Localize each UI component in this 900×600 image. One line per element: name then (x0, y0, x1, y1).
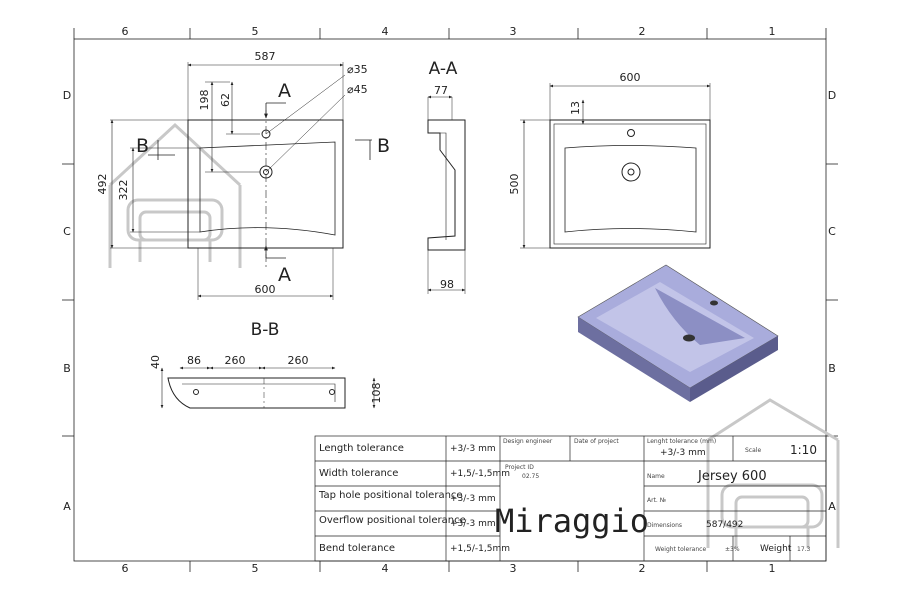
border-letter: A (63, 500, 71, 513)
tolerance-label: Length tolerance (319, 443, 404, 454)
border-number: 2 (639, 562, 646, 575)
tap-hole-icon (627, 129, 635, 137)
border-number: 2 (639, 25, 646, 38)
dia-45: ⌀45 (347, 83, 368, 96)
title-block-labels: Length tolerance +3/-3 mm Width toleranc… (318, 438, 817, 554)
dim-492: 492 (96, 174, 109, 195)
dim-587: 587 (255, 50, 276, 63)
scale-label: Scale (745, 447, 761, 454)
border-letter: D (828, 89, 836, 102)
dim-198: 198 (198, 90, 211, 111)
art-label: Art. № (647, 497, 666, 504)
weight-tolerance-label: Weight tolerance (655, 546, 706, 553)
title-block (314, 435, 827, 562)
dim-600: 600 (255, 283, 276, 296)
weight-label: Weight (760, 544, 792, 554)
tolerance-value: +3/-3 mm (450, 444, 496, 454)
border-number: 6 (122, 25, 129, 38)
border-right-letters: D C B A (828, 89, 836, 513)
date-label: Date of project (574, 438, 619, 445)
border-letter: B (63, 362, 71, 375)
cut-a-top: A (278, 80, 291, 102)
brand-logo: Miraggio (495, 502, 649, 540)
project-id-label: Project ID (505, 464, 534, 471)
design-engineer-label: Design engineer (503, 438, 553, 445)
section-bb (160, 366, 376, 409)
top-view-labels: 587 600 492 322 198 62 ⌀35 ⌀45 A A B B (96, 50, 390, 296)
front-view (520, 83, 711, 249)
border-number: 4 (382, 562, 389, 575)
tolerance-value: +1,5/-1,5mm (450, 469, 510, 479)
cut-a-bottom: A (278, 264, 291, 286)
dimensions-value: 587/492 (706, 520, 743, 530)
border-number: 3 (510, 25, 517, 38)
border-number: 5 (252, 562, 259, 575)
dim-600: 600 (620, 71, 641, 84)
name-value: Jersey 600 (697, 469, 767, 484)
border-number: 6 (122, 562, 129, 575)
dia-35: ⌀35 (347, 63, 368, 76)
tolerance-label: Tap hole positional tolerance (318, 490, 463, 501)
project-id-value: 02.75 (522, 473, 539, 480)
watermark-house-icon (706, 398, 840, 548)
border-number: 1 (769, 25, 776, 38)
tolerance-label: Width tolerance (319, 468, 398, 479)
dim-62: 62 (219, 93, 232, 107)
dim-13: 13 (569, 101, 582, 115)
border-number: 5 (252, 25, 259, 38)
basin-3d-icon (577, 264, 779, 402)
border-letter: C (63, 225, 71, 238)
dimensions-label: Dimensions (647, 522, 682, 529)
border-letter: A (828, 500, 836, 513)
section-aa (427, 95, 466, 294)
section-bb-labels: B-B 40 86 260 260 108 (149, 320, 383, 404)
tolerance-value: +1,5/-1,5mm (450, 544, 510, 554)
border-number: 4 (382, 25, 389, 38)
border-number: 3 (510, 562, 517, 575)
length-tolerance-label: Lenght tolerance (mm) (647, 438, 716, 445)
dim-40: 40 (149, 355, 162, 369)
border-letter: C (828, 225, 836, 238)
border-letter: B (828, 362, 836, 375)
front-view-labels: 600 500 13 (508, 71, 641, 195)
tolerance-value: +3/-3 mm (450, 494, 496, 504)
scale-value: 1:10 (790, 443, 817, 457)
border-top-numbers: 6 5 4 3 2 1 (122, 25, 776, 38)
name-label: Name (647, 473, 665, 480)
length-tolerance-value: +3/-3 mm (660, 448, 706, 458)
border-number: 1 (769, 562, 776, 575)
dim-86: 86 (187, 354, 201, 367)
dim-260: 260 (225, 354, 246, 367)
tolerance-value: +3/-3 mm (450, 519, 496, 529)
border-letter: D (63, 89, 71, 102)
cut-b-right: B (377, 135, 390, 157)
section-aa-title: A-A (429, 59, 458, 79)
section-bb-title: B-B (251, 320, 280, 340)
border-left-letters: D C B A (63, 89, 71, 513)
tolerance-label: Bend tolerance (319, 543, 395, 554)
section-aa-labels: A-A 77 98 (429, 59, 458, 291)
weight-tolerance-value: ±3% (725, 546, 740, 553)
weight-value: 17.3 (797, 546, 811, 553)
border-bottom-numbers: 6 5 4 3 2 1 (122, 562, 776, 575)
dim-98: 98 (440, 278, 454, 291)
cut-b-left: B (136, 135, 149, 157)
dim-108: 108 (370, 383, 383, 404)
dim-500: 500 (508, 174, 521, 195)
dim-260: 260 (288, 354, 309, 367)
watermark-house-icon (108, 122, 242, 268)
top-view (110, 62, 372, 300)
tolerance-label: Overflow positional tolerance (319, 515, 466, 526)
drain-icon (621, 162, 641, 182)
dim-322: 322 (117, 180, 130, 201)
dim-77: 77 (434, 84, 448, 97)
